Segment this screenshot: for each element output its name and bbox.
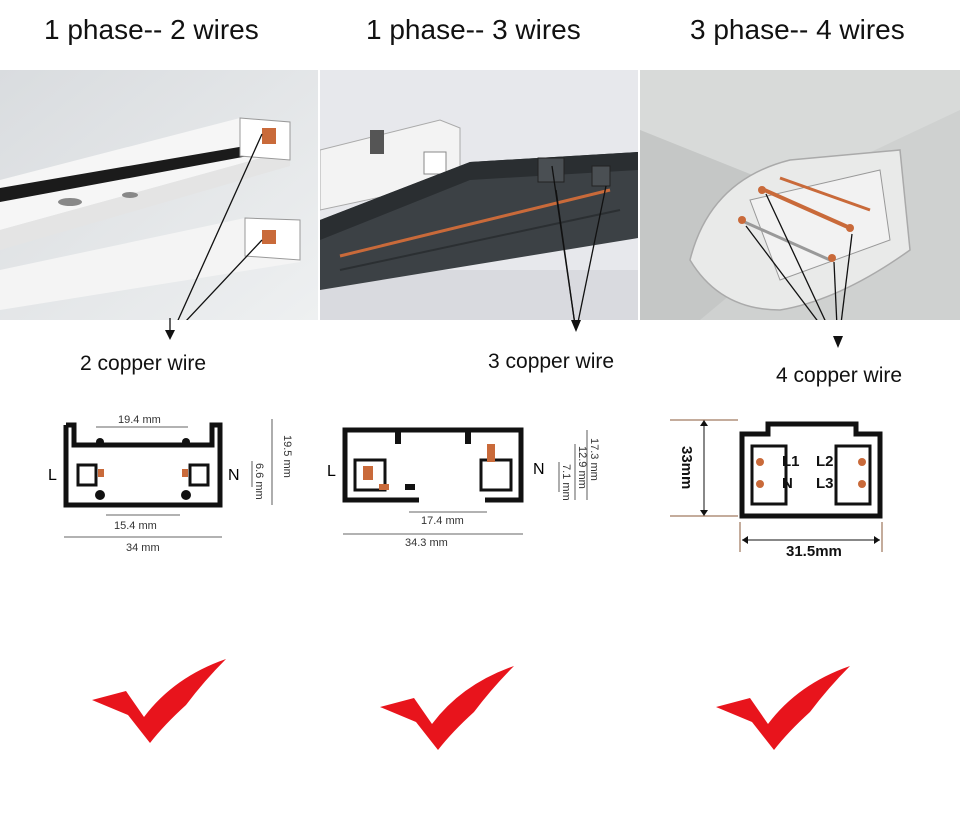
dim-total-width-2: 34.3 mm	[405, 537, 448, 549]
dim-inner-width-2: 17.4 mm	[421, 515, 464, 527]
column-2-heading: 1 phase-- 3 wires	[366, 14, 581, 45]
column-1-heading: 1 phase-- 2 wires	[44, 14, 259, 45]
dim-inner-height: 6.6 mm	[253, 463, 265, 500]
copper-label-3: 3 copper wire	[488, 350, 615, 373]
dim-height-2: 17.3 mm	[588, 438, 600, 481]
dim-mid-height: 12.9 mm	[576, 446, 588, 489]
dim-width-3: 31.5mm	[786, 543, 842, 560]
track-photo-4-wire	[640, 70, 960, 320]
dim-height-3: 33mm	[678, 446, 695, 489]
dim-inner-width: 15.4 mm	[114, 520, 157, 532]
cross-section-3-wire: L N 17.4 mm 34.3 mm 17.3 mm 12.9 mm 7.1 …	[327, 427, 600, 549]
dim-top-width: 19.4 mm	[118, 414, 161, 426]
arrow-tips	[165, 318, 843, 348]
cross-section-4-wire: 33mm L1 L2 N L3 31.5mm	[670, 419, 883, 560]
label-L2: L2	[816, 453, 834, 470]
dim-total-width: 34 mm	[126, 542, 160, 554]
label-L3: L3	[816, 475, 834, 492]
dim-inner-height-2: 7.1 mm	[560, 464, 572, 501]
dim-height: 19.5 mm	[281, 435, 293, 478]
label-N-2: N	[533, 461, 545, 478]
column-3-heading: 3 phase-- 4 wires	[690, 14, 905, 45]
checkmark-icon	[716, 666, 850, 750]
copper-label-2: 2 copper wire	[80, 352, 207, 375]
track-photo-2-wire	[0, 70, 318, 320]
copper-label-4: 4 copper wire	[776, 364, 903, 387]
label-N: N	[782, 475, 793, 492]
cross-section-2-wire: 19.4 mm L N 15.4 mm 34 mm 19.5 mm 6.6 mm	[48, 414, 293, 554]
label-N-1: N	[228, 467, 240, 484]
track-photo-3-wire	[320, 70, 638, 320]
label-L-2: L	[327, 463, 336, 480]
label-L-1: L	[48, 467, 57, 484]
checkmark-icon	[380, 666, 514, 750]
checkmark-icon	[92, 659, 226, 743]
label-L1: L1	[782, 453, 800, 470]
